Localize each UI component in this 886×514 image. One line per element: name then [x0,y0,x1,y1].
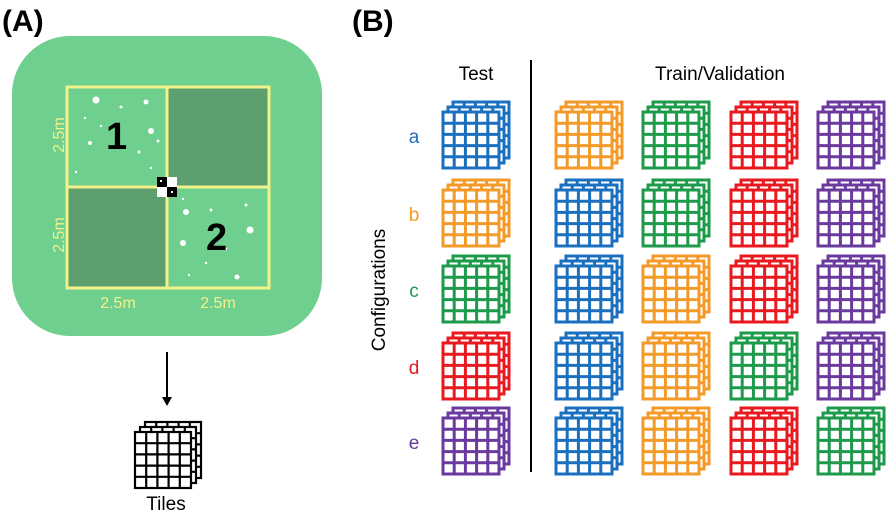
train-validation-header: Train/Validation [655,64,785,85]
train-tiles-a-4 [816,100,886,170]
test-tiles-c [441,254,511,324]
test-tiles-d [441,331,511,401]
quadrant-dark-top-right [168,88,268,186]
configurations-axis-label: Configurations [369,229,390,352]
configuration-grid: a b c d e [409,100,886,476]
dim-left-top: 2.5m [51,117,68,153]
dim-left-bottom: 2.5m [51,217,68,253]
train-tiles-a-3 [729,100,799,170]
tiles-stack-black [133,420,203,490]
train-tiles-b-4 [816,178,886,248]
train-tiles-c-4 [816,254,886,324]
train-tiles-c-3 [729,254,799,324]
dim-bottom-right: 2.5m [200,295,236,312]
panel-b-label: (B) [352,5,394,38]
quadrant-label-1: 1 [106,116,127,158]
panel-a-label: (A) [2,5,44,38]
train-tiles-b-1 [554,178,624,248]
train-tiles-d-2 [641,331,711,401]
tiles-label: Tiles [146,494,185,514]
train-tiles-d-3 [729,331,799,401]
train-tiles-c-1 [554,254,624,324]
train-tiles-e-3 [729,406,799,476]
test-header: Test [459,64,495,85]
configuration-label-a: a [409,127,420,148]
checker-marker [157,177,177,197]
speckles [74,96,254,280]
configuration-label-c: c [409,281,419,302]
test-tiles-a [441,100,511,170]
quadrant-label-2: 2 [206,217,227,259]
dim-bottom-left: 2.5m [100,295,136,312]
configuration-label-b: b [409,205,420,226]
configuration-label-d: d [409,358,420,379]
train-tiles-b-2 [641,178,711,248]
train-tiles-e-1 [554,406,624,476]
quadrant-dark-bottom-left [68,188,167,287]
train-tiles-b-3 [729,178,799,248]
train-tiles-d-4 [816,331,886,401]
train-tiles-a-2 [641,100,711,170]
test-tiles-e [441,406,511,476]
test-tiles-b [441,178,511,248]
train-tiles-a-1 [554,100,624,170]
down-arrow-icon [162,352,172,406]
configuration-label-e: e [409,433,420,454]
tiles-icon [133,420,203,490]
train-tiles-e-4 [816,406,886,476]
train-tiles-d-1 [554,331,624,401]
train-tiles-e-2 [641,406,711,476]
train-tiles-c-2 [641,254,711,324]
